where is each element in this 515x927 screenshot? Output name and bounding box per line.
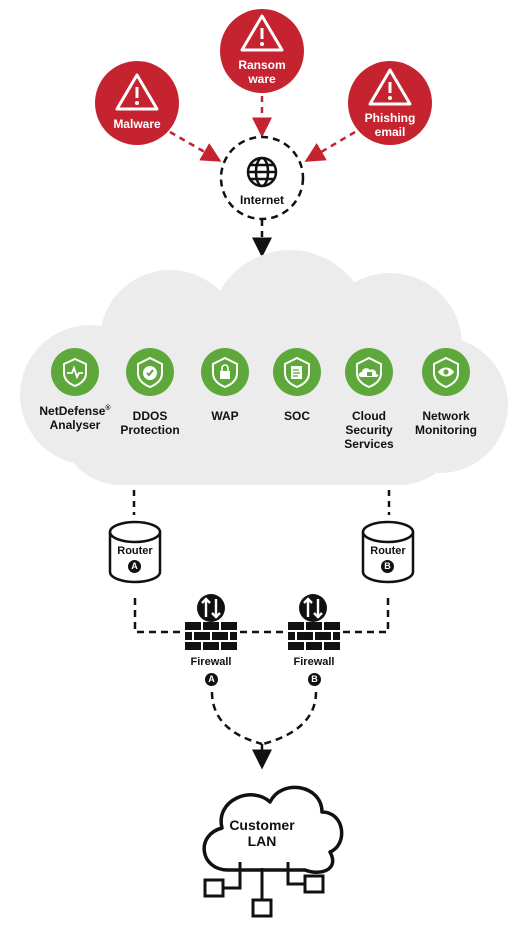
network-nodes-icon	[203, 862, 325, 918]
lan-cloud	[202, 785, 344, 874]
warning-triangle-icon	[115, 73, 159, 111]
router-a-badge: A	[128, 560, 141, 573]
brick-wall-icon	[288, 622, 340, 650]
service-network-monitoring	[422, 348, 470, 396]
router-b	[361, 520, 415, 584]
service-label-network-monitoring: Network Monitoring	[415, 409, 477, 437]
service-cloud-security	[345, 348, 393, 396]
eye-shield-icon	[433, 356, 459, 389]
threat-label-phishing: Phishing email	[364, 111, 416, 139]
threat-label-malware: Malware	[113, 117, 161, 131]
firewall-b-badge: B	[308, 673, 321, 686]
threat-ransomware	[220, 9, 304, 93]
warning-triangle-icon	[240, 14, 284, 52]
link-router-a-firewall	[133, 598, 185, 634]
internet-node	[219, 135, 305, 221]
router-a-label: Router	[117, 545, 153, 557]
transfer-arrows-icon	[201, 597, 221, 619]
firewall-a-label: Firewall	[190, 656, 232, 668]
arrow-malware-internet	[169, 130, 222, 162]
internet-label: Internet	[239, 193, 284, 207]
check-shield-icon	[137, 356, 163, 389]
netdefense-name: NetDefense	[39, 404, 106, 418]
link-firewall-a-lan	[210, 691, 263, 746]
router-b-badge: B	[381, 560, 394, 573]
lock-shield-icon	[212, 356, 238, 389]
firewall-a-badge: A	[205, 673, 218, 686]
warning-triangle-icon	[368, 68, 412, 106]
service-label-soc: SOC	[283, 409, 310, 423]
router-b-label: Router	[370, 545, 406, 557]
link-router-b-firewall	[338, 598, 390, 634]
registered-mark: ®	[105, 405, 111, 412]
threat-label-ransomware: Ransom ware	[238, 58, 286, 86]
firewall-a	[185, 594, 237, 650]
cloud-lock-shield-icon	[356, 356, 382, 389]
link-firewall-b-lan	[262, 691, 318, 746]
brick-wall-icon	[185, 622, 237, 650]
netdefense-name-line2: Analyser	[49, 417, 101, 432]
firewall-b-label: Firewall	[293, 656, 335, 668]
service-label-ddos: DDOS Protection	[120, 409, 180, 437]
threat-phishing	[348, 61, 432, 145]
service-soc	[273, 348, 321, 396]
pulse-shield-icon	[63, 357, 87, 388]
lan-label: Customer LAN	[229, 817, 295, 850]
arrow-phishing-internet	[304, 130, 356, 162]
router-a	[108, 520, 162, 584]
threat-malware	[95, 61, 179, 145]
service-label-cloud-security: Cloud Security Services	[344, 409, 394, 451]
service-netdefense	[51, 348, 99, 396]
globe-icon	[246, 156, 278, 188]
transfer-arrows-icon	[303, 597, 323, 619]
firewall-b	[288, 594, 340, 650]
service-wap	[201, 348, 249, 396]
service-ddos	[126, 348, 174, 396]
service-label-wap: WAP	[211, 409, 239, 423]
document-shield-icon	[284, 356, 310, 389]
service-label-netdefense: NetDefense® Analyser	[35, 404, 115, 433]
